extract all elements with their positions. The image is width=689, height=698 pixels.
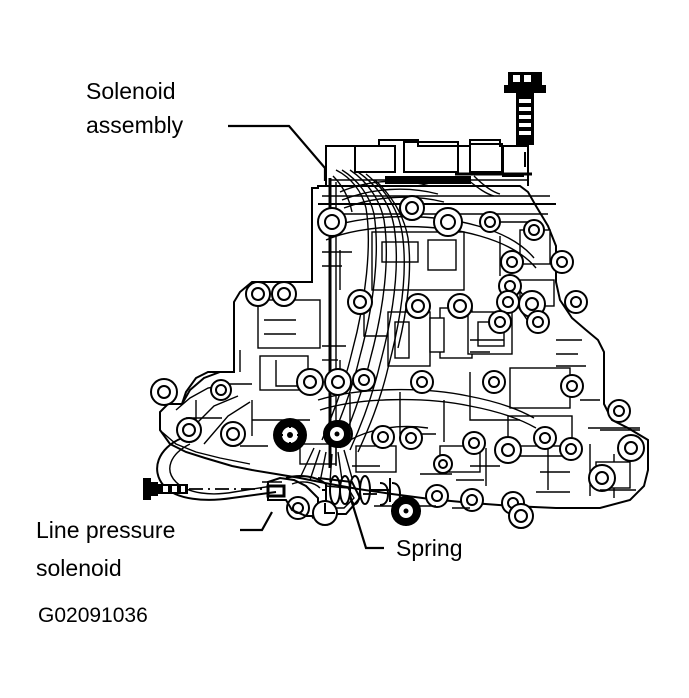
label-solenoid-assembly: Solenoid assembly [86,78,327,181]
bolt-hole [425,484,449,508]
bolt [455,72,546,176]
bolt-hole [508,503,534,529]
bolt-hole [245,281,271,307]
bolt-hole [433,207,463,237]
solenoid-assembly-line2: assembly [86,112,184,138]
bolt-hole [433,454,453,474]
bolt-hole [588,464,616,492]
bolt-hole [176,417,202,443]
line-pressure-solenoid-line1: Line pressure [36,517,175,543]
bolt-hole [564,290,588,314]
valve-body-detail-lines [240,251,640,509]
bolt-hole [352,368,376,392]
label-line-pressure-solenoid: Line pressure solenoid [36,511,273,581]
bolt-hole [317,207,347,237]
bolt-hole [347,289,373,315]
solenoid-seal-1 [273,418,307,452]
bolt-hole [526,310,550,334]
bolt-hole [410,370,434,394]
bolt-holes [150,195,645,529]
bolt-hole [494,436,522,464]
bolt-hole [523,219,545,241]
bolt-hole [399,426,423,450]
bolt-hole [296,368,324,396]
line-pressure-solenoid-leader-line [240,511,273,532]
bolt-hole [560,374,584,398]
spring-label-text: Spring [396,535,462,561]
bolt-hole [150,378,178,406]
bolt-hole [607,399,631,423]
bolt-hole [405,293,431,319]
solenoid-seal-3 [391,496,421,526]
solenoid-assembly-line1: Solenoid [86,78,176,104]
bolt-hole [559,437,583,461]
bolt-hole [617,434,645,462]
bolt-hole [220,421,246,447]
bolt-hole [496,290,520,314]
bolt-hole [460,488,484,512]
bolt-hole [500,250,524,274]
bolt-hole [399,195,425,221]
line-pressure-solenoid-line2: solenoid [36,555,122,581]
bolt-hole [324,368,352,396]
coil-spring [322,475,391,505]
bolt-hole [488,310,512,334]
bolt-hole [482,370,506,394]
figure-code: G02091036 [38,604,148,627]
bolt-hole [371,425,395,449]
bolt-hole [447,293,473,319]
bolt-hole [462,431,486,455]
label-spring: Spring [348,495,462,561]
bolt-hole [479,211,501,233]
bolt-hole [550,250,574,274]
bolt-hole [210,379,232,401]
bolt-hole [533,426,557,450]
line-pressure-solenoid [143,475,402,526]
solenoid-seal-2 [323,420,351,448]
spring-leader-line [348,495,384,550]
bolt-hole [271,281,297,307]
